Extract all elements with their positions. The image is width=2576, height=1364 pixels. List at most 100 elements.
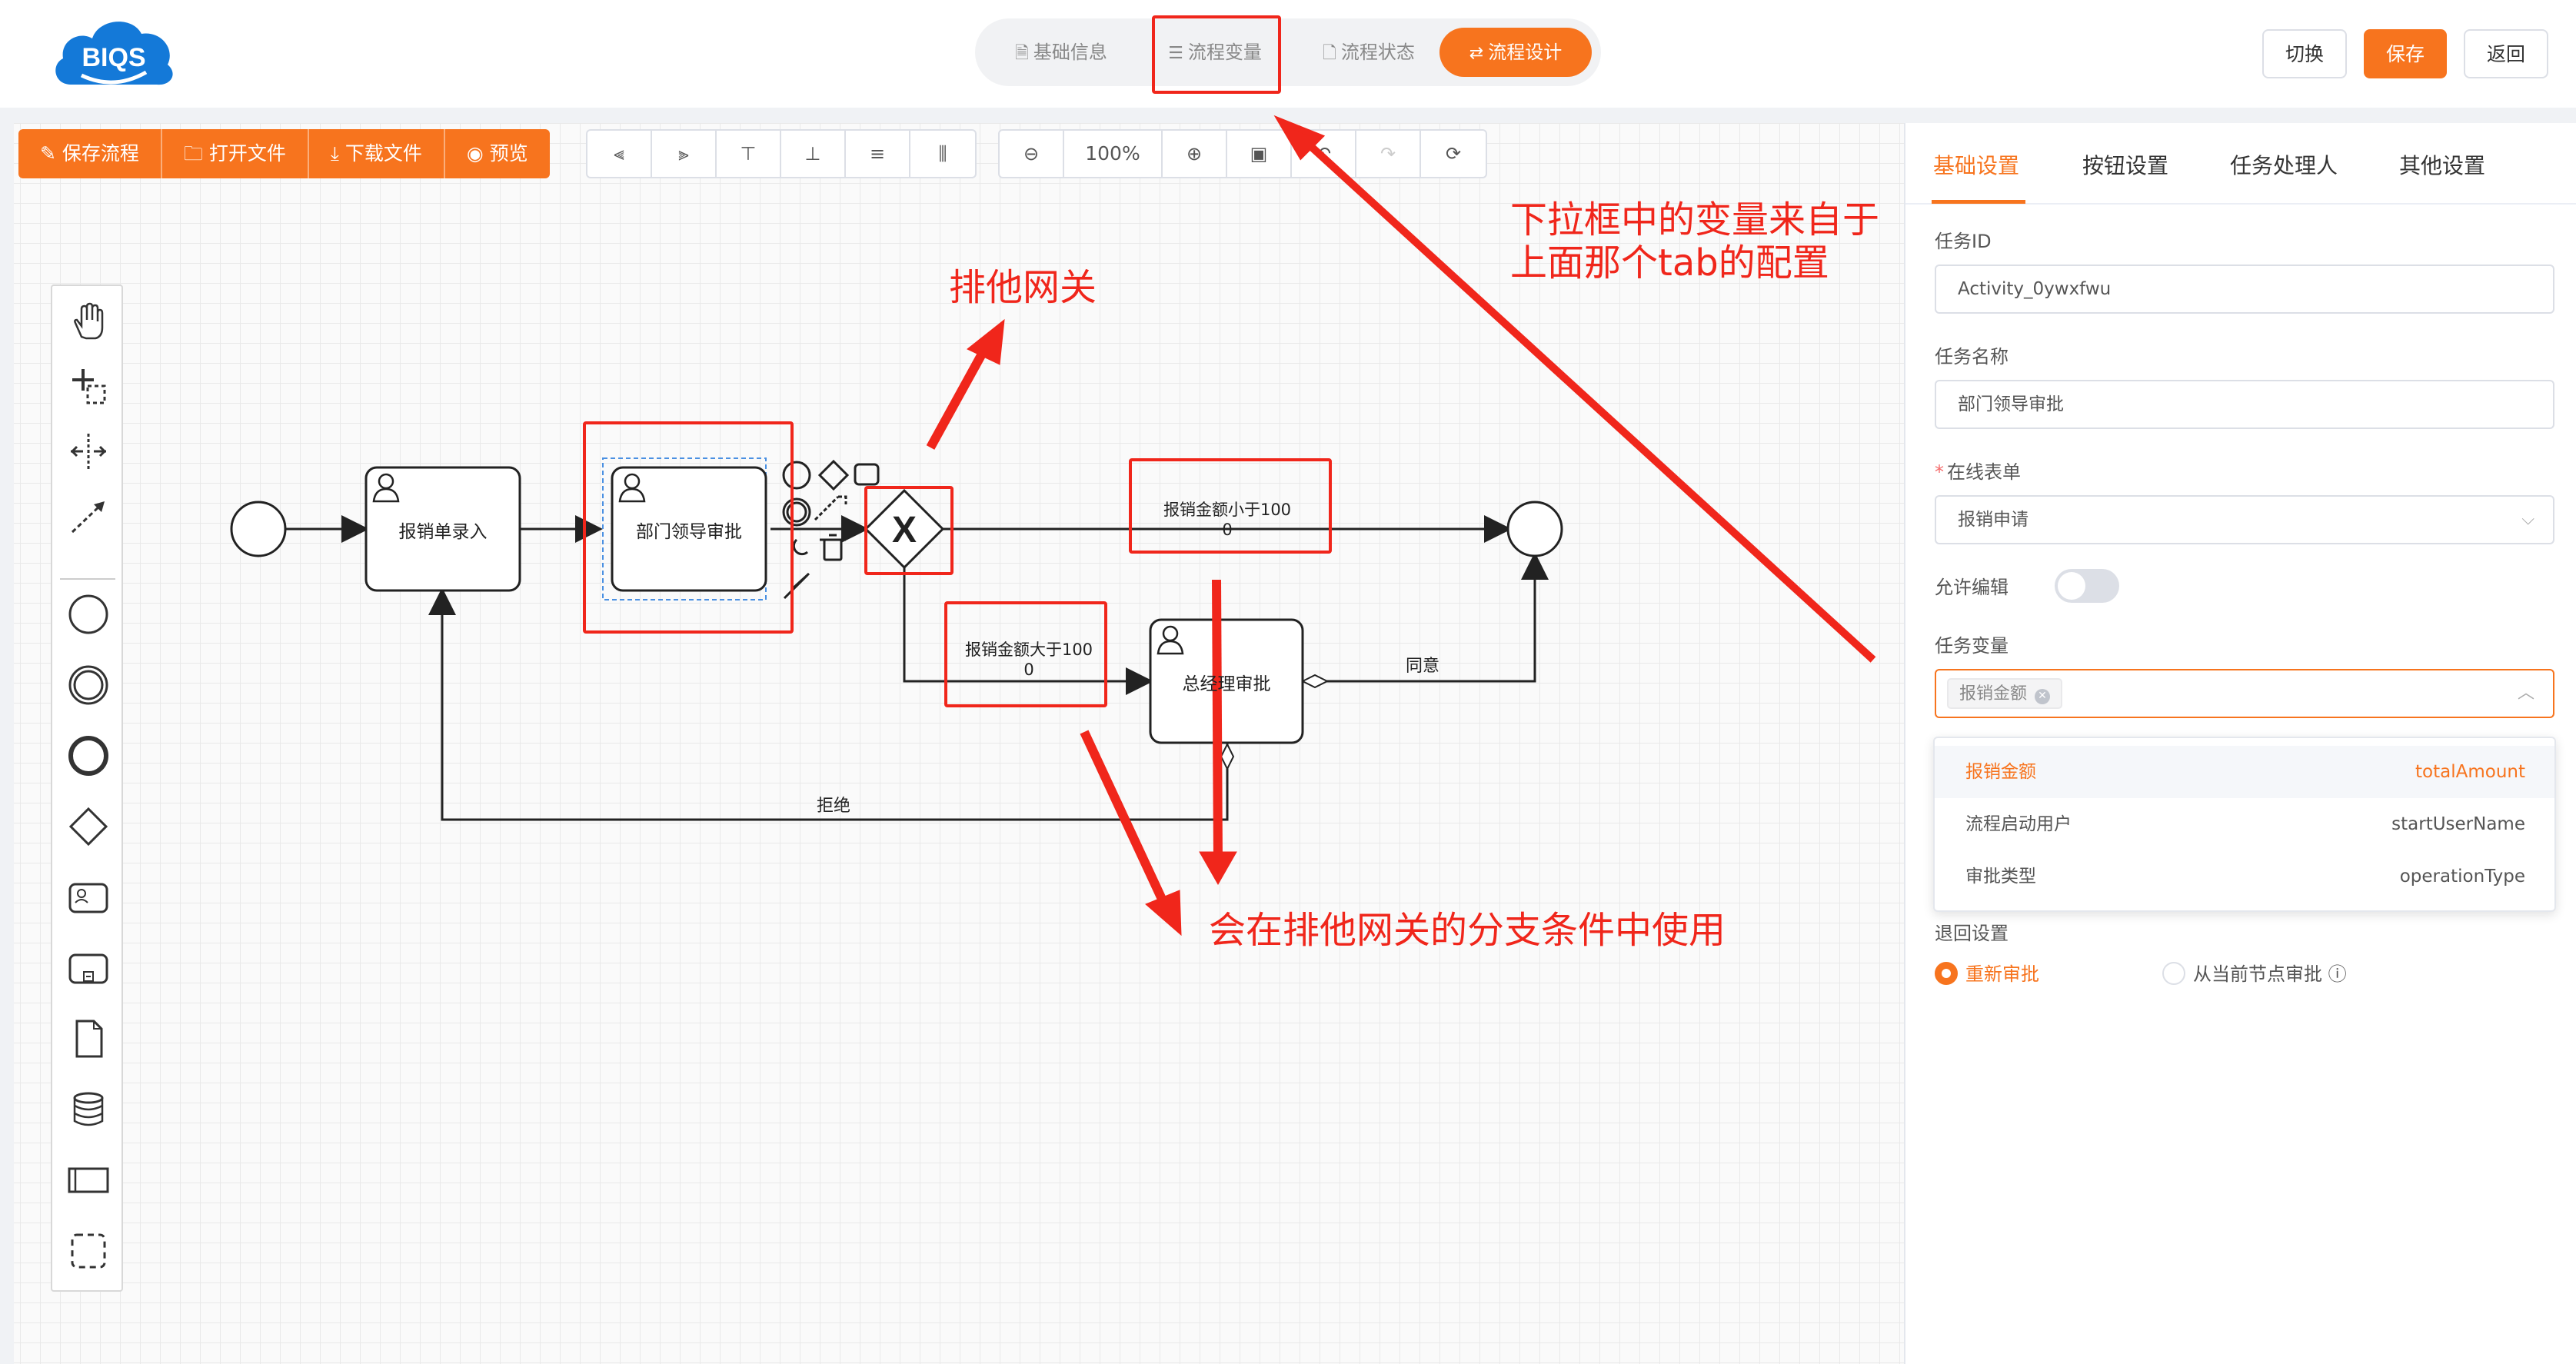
zoom-toolbar: ⊖ 100% ⊕ ▣ ↶ ↷ ⟳ [998,129,1487,178]
connect-icon[interactable] [814,495,847,521]
radio-dot [2162,962,2185,985]
radio-from-current-node[interactable]: 从当前节点审批 ⓘ [2162,961,2347,987]
folder-icon: 🗀 [183,142,209,165]
lasso-tool-icon[interactable] [62,360,115,414]
annotation-usage: 会在排他网关的分支条件中使用 [1209,909,1726,952]
tab-process-design[interactable]: ⇄流程设计 [1439,28,1592,77]
save-button[interactable]: 保存 [2364,29,2447,78]
user-task-icon[interactable] [62,870,115,924]
allow-edit-toggle[interactable] [2055,569,2119,603]
flow-label-reject: 拒绝 [816,797,850,816]
radio-reapprove[interactable]: 重新审批 [1935,961,2039,987]
reset-icon[interactable]: ⟳ [1445,143,1462,165]
online-form-select[interactable]: 报销申请⌵ [1935,495,2554,544]
align-center-icon[interactable]: ≡ [846,131,910,177]
tab-basic-settings[interactable]: 基础设置 [1933,153,2020,178]
doc-icon: 🗎 [1015,44,1029,63]
required-mark: * [1935,461,1944,483]
highlight-dept-task [583,421,794,634]
data-store-icon[interactable] [62,1083,115,1136]
change-type-icon[interactable] [792,538,808,556]
return-settings-label: 退回设置 [1935,923,2009,944]
tab-button-settings[interactable]: 按钮设置 [2082,153,2169,178]
highlight-variables-tab [1152,15,1281,94]
hand-tool-icon[interactable] [62,295,115,349]
append-task-icon[interactable] [854,463,880,486]
tab-process-status[interactable]: 🗋流程状态 [1323,42,1415,63]
flow-icon: ⇄ [1469,44,1484,63]
radio-dot [1935,962,1958,985]
zoom-out-icon[interactable]: ⊖ [1000,131,1064,177]
annotation-gateway: 排他网关 [949,266,1097,309]
task-gm-label: 总经理审批 [1182,674,1271,694]
active-tab-indicator [1932,200,2025,204]
svg-text:BIQS: BIQS [82,43,145,72]
tab-task-handler[interactable]: 任务处理人 [2230,153,2338,178]
bpmn-canvas[interactable] [0,123,1904,1364]
data-object-icon[interactable] [62,1012,115,1066]
element-palette [51,284,123,1292]
subprocess-icon[interactable] [62,941,115,995]
gateway-icon[interactable] [62,800,115,853]
flow-amount-gt[interactable] [903,567,1153,695]
tab-basic-info[interactable]: 🗎基础信息 [1015,42,1107,63]
task-variables-label: 任务变量 [1935,635,2009,657]
annotation-arrows [926,115,1876,937]
preview-button[interactable]: ◉ 预览 [466,142,528,165]
flow-reject[interactable] [428,587,1229,821]
trash-icon[interactable] [823,538,843,561]
switch-button[interactable]: 切换 [2262,29,2347,78]
toggle-knob [2058,572,2085,600]
align-middle-icon[interactable]: ⫼ [938,143,947,165]
bpmn-diagram: X [230,115,1876,937]
top-tab-bar: 🗎基础信息 ☰流程变量 🗋流程状态 ⇄流程设计 [975,18,1601,86]
task-id-input[interactable]: Activity_0ywxfwu [1935,264,2554,314]
align-left-icon[interactable]: ⫷ [587,131,652,177]
tag-close-icon[interactable]: ✕ [2035,689,2051,704]
group-icon[interactable] [62,1224,115,1278]
tab-process-variables[interactable]: ☰流程变量 [1168,42,1262,63]
append-intermediate-icon[interactable] [782,497,811,527]
edit-icon: ✎ [40,142,62,165]
start-event[interactable] [230,501,287,557]
align-top-icon[interactable]: ⊤ [717,131,781,177]
task-name-input[interactable]: 部门领导审批 [1935,380,2554,429]
align-right-icon[interactable]: ⫸ [652,131,717,177]
tab-other-settings[interactable]: 其他设置 [2399,153,2486,178]
online-form-label: *在线表单 [1935,461,2021,483]
save-process-button[interactable]: ✎ 保存流程 [18,129,162,178]
open-file-button[interactable]: 🗀 打开文件 [162,129,309,178]
end-event-icon[interactable] [62,729,115,783]
color-icon[interactable] [783,572,810,600]
append-gateway-icon[interactable] [817,459,850,491]
eye-icon: ◉ [466,142,490,165]
exclusive-gateway[interactable] [864,488,945,570]
task-variables-select[interactable]: 报销金额✕ ︿ [1935,669,2554,718]
download-file-button[interactable]: ⤓ 下载文件 [309,129,445,178]
connect-tool-icon[interactable] [62,489,115,543]
selected-variable-tag: 报销金额✕ [1947,678,2063,709]
redo-icon[interactable]: ↷ [1356,131,1421,177]
task-id-label: 任务ID [1935,231,1992,252]
chevron-down-icon: ⌵ [2521,510,2534,529]
pool-icon[interactable] [62,1153,115,1207]
task-gm-approval[interactable] [1149,618,1304,744]
allow-edit-label: 允许编辑 [1935,577,2009,598]
flow-agree[interactable] [1303,552,1549,683]
start-event-icon[interactable] [62,587,115,641]
intermediate-event-icon[interactable] [62,658,115,712]
zoom-in-icon[interactable]: ⊕ [1163,131,1227,177]
back-button[interactable]: 返回 [2464,29,2548,78]
align-bottom-icon[interactable]: ⊥ [781,131,846,177]
task-entry[interactable] [364,466,521,592]
append-end-event-icon[interactable] [782,461,811,490]
space-tool-icon[interactable] [62,424,115,478]
fit-view-icon[interactable]: ▣ [1227,131,1292,177]
task-dept-approval[interactable] [611,466,767,592]
end-event[interactable] [1506,501,1563,557]
